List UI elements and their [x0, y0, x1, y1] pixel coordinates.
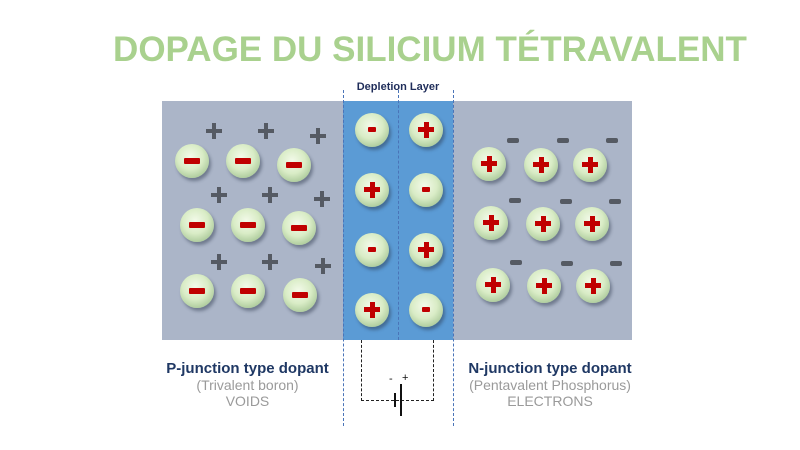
plus-icon [575, 207, 609, 241]
acceptor-ion [231, 274, 265, 308]
minus-icon [355, 233, 389, 267]
hole-plus-icon [258, 123, 274, 139]
depletion-ion [355, 293, 389, 327]
depletion-ion [355, 113, 389, 147]
plus-icon [527, 269, 561, 303]
hole-plus-icon [211, 254, 227, 270]
p-caption-subtitle: (Trivalent boron) [196, 377, 299, 393]
electron-minus-icon [609, 199, 621, 204]
electron-minus-icon [610, 261, 622, 266]
donor-ion [576, 269, 610, 303]
plus-icon [409, 113, 443, 147]
hole-plus-icon [314, 191, 330, 207]
depletion-left-boundary [343, 90, 344, 426]
minus-icon [282, 211, 316, 245]
battery-minus-label: - [389, 373, 393, 385]
plus-icon [409, 233, 443, 267]
n-caption-title: N-junction type dopant [468, 360, 632, 377]
plus-icon [526, 207, 560, 241]
electron-minus-icon [510, 260, 522, 265]
n-caption-subtitle: (Pentavalent Phosphorus) [469, 377, 631, 393]
p-caption: P-junction type dopant (Trivalent boron)… [140, 360, 355, 409]
electron-minus-icon [557, 138, 569, 143]
battery-positive-plate [400, 384, 402, 416]
electron-minus-icon [509, 198, 521, 203]
depletion-ion [355, 173, 389, 207]
minus-icon [175, 144, 209, 178]
acceptor-ion [180, 274, 214, 308]
plus-icon [474, 206, 508, 240]
hole-plus-icon [262, 187, 278, 203]
p-caption-carrier: VOIDS [225, 393, 270, 409]
minus-icon [409, 173, 443, 207]
acceptor-ion [277, 148, 311, 182]
donor-ion [474, 206, 508, 240]
donor-ion [472, 147, 506, 181]
battery-negative-plate [394, 393, 396, 407]
minus-icon [180, 208, 214, 242]
hole-plus-icon [211, 187, 227, 203]
donor-ion [575, 207, 609, 241]
acceptor-ion [175, 144, 209, 178]
donor-ion [524, 148, 558, 182]
plus-icon [576, 269, 610, 303]
minus-icon [283, 278, 317, 312]
donor-ion [573, 148, 607, 182]
donor-ion [526, 207, 560, 241]
battery-plus-label: + [402, 372, 409, 384]
diagram-title: DOPAGE DU SILICIUM TÉTRAVALENT [113, 30, 747, 69]
depletion-ion [409, 173, 443, 207]
hole-plus-icon [262, 254, 278, 270]
donor-ion [476, 268, 510, 302]
acceptor-ion [282, 211, 316, 245]
plus-icon [472, 147, 506, 181]
bias-circuit [361, 340, 434, 401]
plus-icon [355, 173, 389, 207]
electron-minus-icon [606, 138, 618, 143]
depletion-ion [409, 113, 443, 147]
electron-minus-icon [561, 261, 573, 266]
depletion-ion [409, 233, 443, 267]
hole-plus-icon [206, 123, 222, 139]
hole-plus-icon [315, 258, 331, 274]
n-caption: N-junction type dopant (Pentavalent Phos… [445, 360, 655, 409]
plus-icon [573, 148, 607, 182]
minus-icon [226, 144, 260, 178]
acceptor-ion [226, 144, 260, 178]
minus-icon [355, 113, 389, 147]
electron-minus-icon [560, 199, 572, 204]
depletion-ion [409, 293, 443, 327]
depletion-right-boundary [453, 90, 454, 426]
junction-center-line [398, 90, 399, 340]
depletion-layer-label: Depletion Layer [356, 81, 440, 93]
depletion-ion [355, 233, 389, 267]
minus-icon [231, 274, 265, 308]
minus-icon [277, 148, 311, 182]
hole-plus-icon [310, 128, 326, 144]
acceptor-ion [283, 278, 317, 312]
donor-ion [527, 269, 561, 303]
minus-icon [180, 274, 214, 308]
plus-icon [524, 148, 558, 182]
minus-icon [409, 293, 443, 327]
minus-icon [231, 208, 265, 242]
electron-minus-icon [507, 138, 519, 143]
acceptor-ion [231, 208, 265, 242]
plus-icon [476, 268, 510, 302]
plus-icon [355, 293, 389, 327]
p-caption-title: P-junction type dopant [166, 360, 329, 377]
acceptor-ion [180, 208, 214, 242]
n-caption-carrier: ELECTRONS [507, 393, 593, 409]
